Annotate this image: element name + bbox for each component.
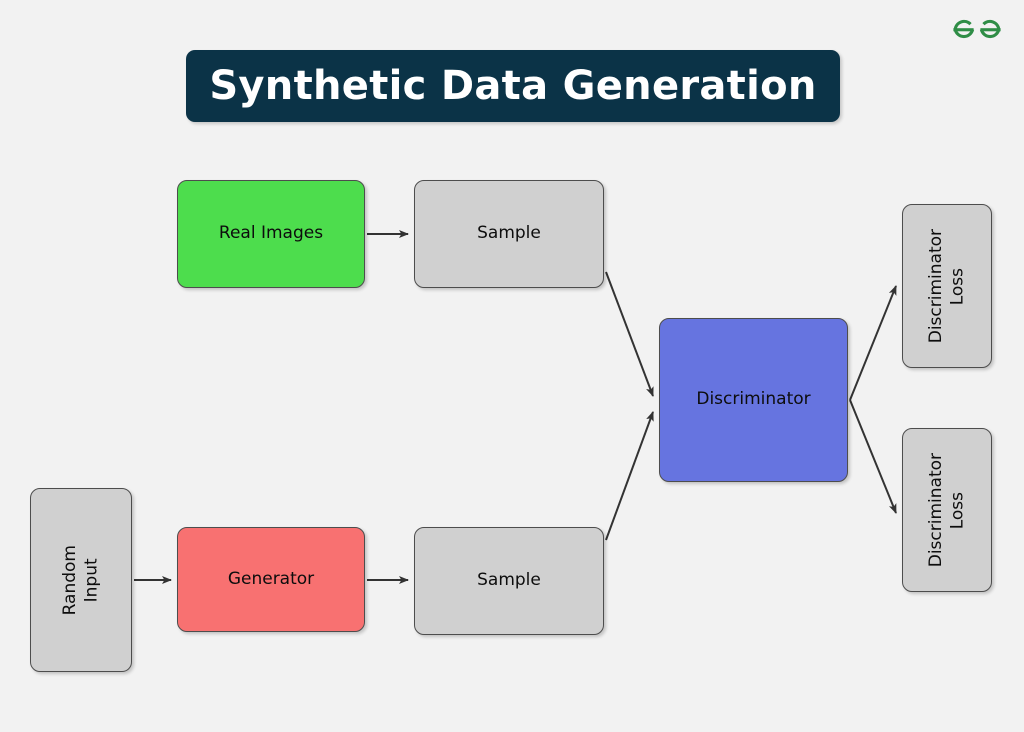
edge-disc-to-loss-top	[849, 285, 897, 401]
edge-sample-to-disc	[605, 271, 654, 397]
page-title: Synthetic Data Generation	[209, 63, 817, 109]
double-g-icon	[953, 19, 1001, 39]
node-label-sample-top: Sample	[477, 223, 541, 244]
node-sample-bottom[interactable]: Sample	[414, 527, 604, 635]
node-label-real-images: Real Images	[218, 223, 324, 244]
node-sample-top[interactable]: Sample	[414, 180, 604, 288]
node-random-input[interactable]: Random Input	[30, 488, 132, 672]
edge-sample2-to-disc	[605, 411, 654, 541]
edge-disc-to-loss-bottom	[849, 399, 897, 514]
node-real-images[interactable]: Real Images	[177, 180, 365, 288]
node-label-discriminator: Discriminator	[696, 389, 811, 410]
node-discriminator-loss-top[interactable]: Discriminator Loss	[902, 204, 992, 368]
node-label-generator: Generator	[227, 568, 315, 589]
node-label-discriminator-loss-bottom: Discriminator Loss	[925, 452, 967, 568]
node-generator[interactable]: Generator	[177, 527, 365, 632]
node-discriminator-loss-bottom[interactable]: Discriminator Loss	[902, 428, 992, 592]
geeksforgeeks-logo	[950, 12, 1004, 46]
node-label-sample-bottom: Sample	[477, 570, 541, 591]
node-label-random-input: Random Input	[59, 544, 101, 616]
page-title-banner: Synthetic Data Generation	[186, 50, 840, 122]
node-discriminator[interactable]: Discriminator	[659, 318, 848, 482]
node-label-discriminator-loss-top: Discriminator Loss	[925, 228, 967, 344]
